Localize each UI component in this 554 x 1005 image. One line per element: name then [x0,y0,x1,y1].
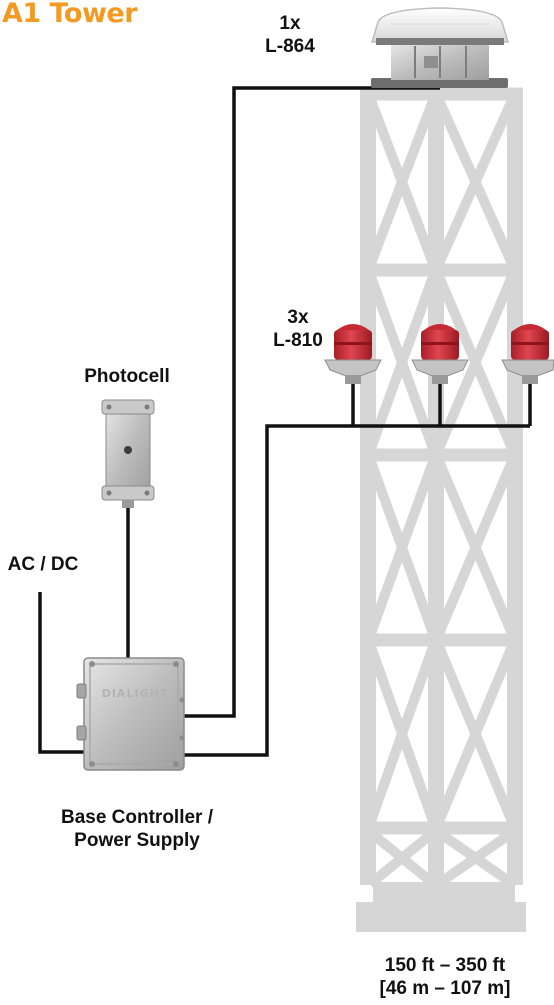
l810-light [411,324,469,384]
tower-brace [433,457,518,638]
tower-brace [435,827,516,889]
lens-dome [337,324,369,330]
controller-lid [89,663,179,765]
l810-light [324,324,382,384]
l864-beacon [370,7,510,88]
controller-enclosure [83,657,185,771]
diagram-title: A1 Tower [2,0,138,29]
controller-screw [173,761,179,767]
controller-label: Base Controller / Power Supply [44,806,230,852]
controller-screw [173,661,179,667]
controller-brand-plate: DIALIGHT [102,687,169,700]
tower-brace [365,642,439,826]
controller-screw [179,697,185,703]
tower-brace [365,96,439,268]
tower-brace [365,457,439,638]
photocell-neck [122,500,134,508]
beacon-base-plate [371,78,508,88]
side-light-model: L-810 [273,330,323,351]
light-mount [432,375,448,384]
light-base [411,359,469,377]
height-feet: 150 ft – 350 ft [384,955,506,976]
beacon-dome [370,7,510,43]
tower-brace [433,642,518,826]
controller-hinge [76,725,87,741]
lens-dome [424,324,456,330]
base-controller-box: DIALIGHT [76,657,185,771]
power-input-label: AC / DC [7,554,79,575]
controller-hinge [76,683,87,699]
beacon-label: 1x L-864 [252,12,328,58]
beacon-count: 1x [279,13,301,34]
side-light-count: 3x [287,307,309,328]
tower-brace [365,272,439,453]
side-light-label: 3x L-810 [260,306,336,352]
photocell-device [101,399,155,508]
controller-label-line1: Base Controller / [60,807,214,828]
light-mount [345,375,361,384]
beacon-model: L-864 [265,36,315,57]
controller-screw [179,735,185,741]
photocell-label: Photocell [84,366,170,387]
photocell-top-flange [101,399,155,415]
lens-dome [514,324,546,330]
photocell-sensor [124,446,132,454]
tower-height-label: 150 ft – 350 ft [46 m – 107 m] [360,954,530,1000]
tower-base-foot [356,902,526,932]
controller-screw [89,661,95,667]
height-meters: [46 m – 107 m] [379,978,511,999]
wire-controller-to-beacon [182,86,440,718]
l810-side-lights [324,324,554,384]
controller-screw [89,761,95,767]
tower-brace [433,272,518,453]
lattice-tower [356,87,526,932]
wire-controller-to-side-lights [182,424,530,757]
wire-ac-dc-input [38,592,90,754]
tower-brace [433,95,518,269]
tower-brace [366,828,438,888]
controller-label-line2: Power Supply [74,830,200,851]
l810-light [501,324,554,384]
light-mount [522,375,538,384]
tower-base-upper [373,882,515,904]
wiring [38,86,532,757]
beacon-dome-band [376,38,504,45]
